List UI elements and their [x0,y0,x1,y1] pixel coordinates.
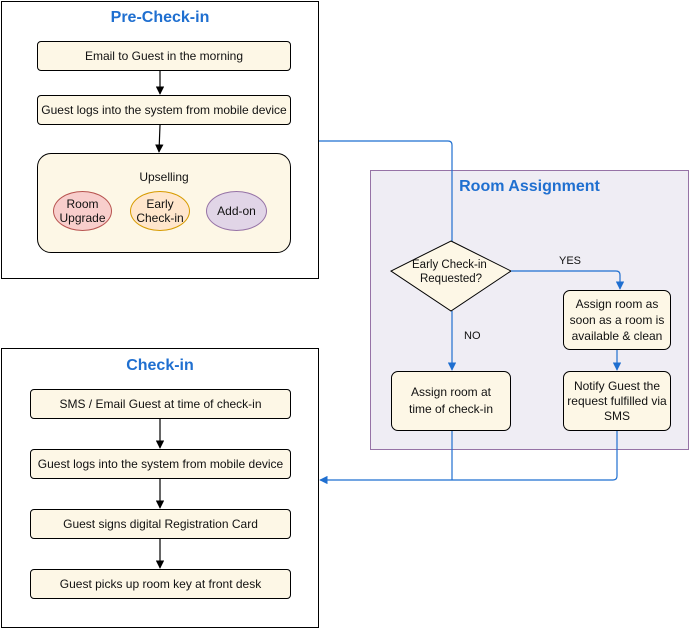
pick-up-key-step: Guest picks up room key at front desk [30,569,291,599]
connector-yes-branch [511,270,625,290]
room-assignment-title: Room Assignment [459,178,600,195]
guest-login-step: Guest logs into the system from mobile d… [37,95,291,125]
assign-when-available-box: Assign room as soon as a room is availab… [563,290,671,350]
early-checkin-label: Early Check-in [136,197,184,225]
guest-login-checkin-step: Guest logs into the system from mobile d… [30,449,291,479]
checkin-title: Check-in [126,357,194,374]
add-on-option: Add-on [206,191,267,231]
early-checkin-decision [390,240,512,312]
yes-label: YES [559,255,582,267]
decision-label-line-2: Requested? [420,273,482,285]
decision-label-line-1: Early Check-in [412,259,487,271]
assign-at-checkin-box: Assign room at time of check-in [391,371,511,431]
notify-guest-sms-box: Notify Guest the request fulfilled via S… [563,371,671,431]
pre-checkin-title: Pre-Check-in [110,9,210,26]
early-checkin-option: Early Check-in [130,191,190,231]
connector-notify-down [452,431,618,481]
room-upgrade-option: Room Upgrade [53,191,112,231]
room-upgrade-label: Room Upgrade [59,197,106,225]
upselling-title: Upselling [139,170,189,184]
sms-email-guest-step: SMS / Email Guest at time of check-in [30,389,291,419]
sign-registration-card-step: Guest signs digital Registration Card [30,509,291,539]
no-label: NO [464,330,481,342]
add-on-label: Add-on [217,204,256,218]
email-guest-morning-step: Email to Guest in the morning [37,41,291,71]
decision-label: Early Check-in Requested? [412,259,490,285]
connector-precheckin-to-decision [319,140,457,256]
arrow-login-to-upselling [155,124,164,153]
